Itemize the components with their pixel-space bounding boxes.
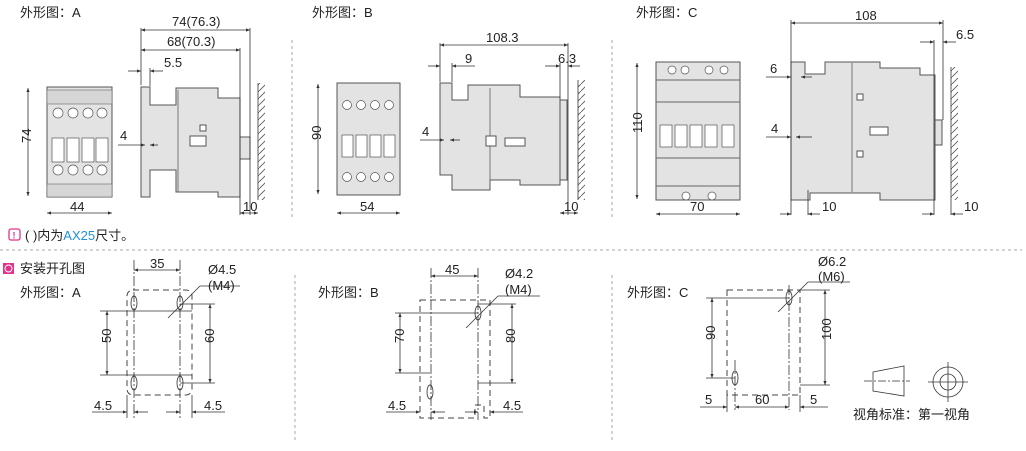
outline-b: 外形图：B 90 54 108.3 9 6.3 4 (309, 5, 585, 215)
dim-inner-height-c: 90 (703, 326, 718, 340)
dim-overall-depth-c: 108 (855, 8, 877, 23)
dim-rail-gap-c: 10 (822, 199, 836, 214)
dim-rail-offset-c: 6 (770, 61, 777, 76)
note-model: AX25 (63, 228, 95, 243)
dim-inner-height-b: 70 (392, 329, 407, 343)
dim-rail-slot-a: 4 (120, 128, 127, 143)
section-bullet-icon (3, 263, 14, 274)
dim-rail-slot-b: 4 (422, 124, 429, 139)
screw-b: (M4) (505, 282, 532, 297)
mounting-title: 安装开孔图 (20, 261, 85, 276)
svg-text:( )内为AX25尺寸。: ( )内为AX25尺寸。 (25, 228, 134, 243)
mounting-c: 外形图：C Ø6.2 (M6) 90 100 5 60 5 (627, 254, 850, 412)
mounting-a-title: 外形图：A (20, 285, 81, 300)
outline-a-title: 外形图：A (20, 5, 81, 20)
dim-hole-spacing-a: 35 (150, 256, 164, 271)
dim-back-offset-c: 6.5 (956, 27, 974, 42)
dim-left-margin-b: 4.5 (388, 398, 406, 413)
dim-hole-spacing-b: 45 (445, 262, 459, 277)
mounting-a: 外形图：A 35 Ø4.5 (M4) 50 60 4.5 4.5 (20, 256, 240, 420)
note-suffix: 尺寸。 (95, 228, 134, 243)
dim-outer-height-b: 80 (503, 329, 518, 343)
projection-symbol: 视角标准：第一视角 (853, 362, 970, 422)
exclamation-icon (8, 228, 21, 241)
projection-label: 视角标准：第一视角 (853, 407, 970, 422)
mounting-wall (258, 83, 265, 200)
dim-rail-offset-a: 5.5 (164, 55, 182, 70)
dim-left-margin-a: 4.5 (94, 398, 112, 413)
dim-width-c: 70 (690, 199, 704, 214)
dim-height-a: 74 (19, 129, 34, 143)
dim-rail-offset-b: 9 (465, 51, 472, 66)
mounting-c-title: 外形图：C (627, 285, 688, 300)
dim-left-margin-c: 5 (705, 392, 712, 407)
dim-outer-height-c: 100 (819, 318, 834, 340)
note: ! ( )内为AX25尺寸。 (8, 228, 134, 243)
outline-c: 外形图：C 110 70 108 6.5 (630, 5, 978, 216)
front-view-c (655, 61, 741, 201)
dim-wall-gap-a: 10 (243, 199, 257, 214)
dim-right-margin-b: 4.5 (503, 398, 521, 413)
note-prefix: ( )内为 (25, 228, 63, 243)
outline-a: 外形图：A 74 44 74(76.3) 68(70.3) (19, 5, 265, 215)
mounting-wall (578, 80, 585, 200)
screw-a: (M4) (208, 278, 235, 293)
dim-right-margin-a: 4.5 (204, 398, 222, 413)
dim-height-c: 110 (630, 112, 645, 133)
side-view-c (790, 61, 943, 201)
dim-back-offset-b: 6.3 (558, 51, 576, 66)
svg-text:!: ! (13, 231, 16, 241)
hole-dia-b: Ø4.2 (505, 266, 533, 281)
hole-dia-a: Ø4.5 (208, 262, 236, 277)
dim-wall-gap-c: 10 (964, 199, 978, 214)
dim-width-b: 54 (360, 199, 374, 214)
mounting-b-title: 外形图：B (318, 285, 379, 300)
side-view-b (439, 82, 568, 191)
dim-inner-height-a: 50 (99, 329, 114, 343)
dim-body-depth-a: 68(70.3) (167, 34, 215, 49)
screw-c: (M6) (818, 269, 845, 284)
concentric-circles-icon (928, 362, 968, 402)
mounting-b: 外形图：B 45 Ø4.2 (M4) 70 80 4.5 4.5 (318, 262, 540, 420)
front-view-b (336, 82, 401, 196)
outline-c-title: 外形图：C (636, 5, 697, 20)
side-view-a (140, 86, 251, 198)
front-view-a (46, 86, 113, 198)
truncated-cone-icon (864, 365, 910, 397)
outline-b-title: 外形图：B (312, 5, 373, 20)
dim-width-a: 44 (70, 199, 84, 214)
dim-overall-depth-a: 74(76.3) (172, 14, 220, 29)
dim-height-b: 90 (309, 126, 324, 140)
dim-outer-height-a: 60 (202, 329, 217, 343)
mounting-wall (951, 67, 958, 200)
dim-wall-gap-b: 10 (564, 199, 578, 214)
dim-right-margin-c: 5 (810, 392, 817, 407)
dim-hole-spacing-c: 60 (755, 392, 769, 407)
dim-rail-slot-c: 4 (771, 121, 778, 136)
dim-overall-depth-b: 108.3 (486, 30, 519, 45)
hole-dia-c: Ø6.2 (818, 254, 846, 269)
